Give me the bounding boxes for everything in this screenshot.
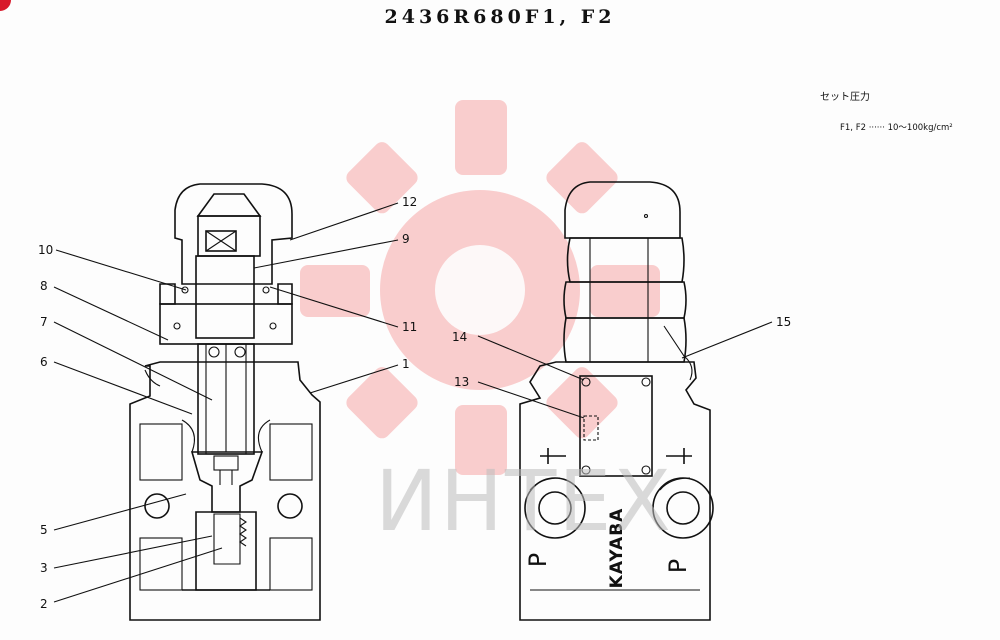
watermark-text: ИНТЕХ	[375, 452, 673, 550]
callout-7: 7	[40, 315, 48, 329]
kayaba-brand-lettering: KAYABA	[607, 508, 627, 589]
watermark-gear-icon	[300, 100, 660, 475]
callout-14: 14	[452, 330, 467, 344]
callout-11: 11	[402, 320, 417, 334]
callout-10: 10	[38, 243, 53, 257]
callout-15: 15	[776, 315, 791, 329]
port-label-p-right: P	[664, 559, 692, 573]
callout-9: 9	[402, 232, 410, 246]
callout-12: 12	[402, 195, 417, 209]
cross-section-view	[129, 183, 321, 621]
callout-8: 8	[40, 279, 48, 293]
callout-3: 3	[40, 561, 48, 575]
set-pressure-label: セット圧力	[820, 92, 870, 103]
callout-1: 1	[402, 357, 410, 371]
callout-6: 6	[40, 355, 48, 369]
set-pressure-value: F1, F2 ······ 10～100kg/cm²	[840, 123, 953, 133]
drawing-title: 2436R680F1, F2	[384, 6, 616, 28]
external-view: P P KAYABA	[519, 181, 714, 621]
callout-leaders	[53, 202, 773, 603]
corner-badge	[0, 0, 11, 11]
port-label-p-left: P	[524, 553, 552, 567]
callout-5: 5	[40, 523, 48, 537]
callout-2: 2	[40, 597, 48, 611]
callout-13: 13	[454, 375, 469, 389]
callout-labels: 10 8 7 6 5 3 2 12 9 11 1 14 13 15	[38, 195, 791, 611]
